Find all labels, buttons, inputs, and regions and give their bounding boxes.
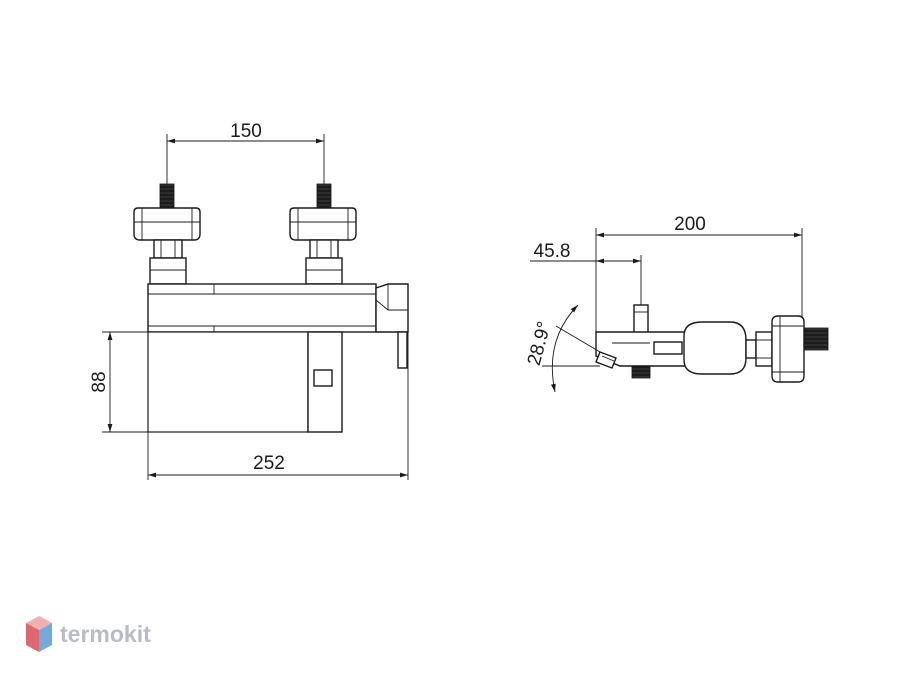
dim-label-200: 200 (674, 214, 706, 235)
side-body (595, 331, 687, 367)
dim-label-88: 88 (89, 371, 110, 392)
front-spout (307, 331, 343, 433)
side-view: 200 45.8 28.9° (524, 214, 829, 393)
dimension-88: 88 (89, 331, 148, 433)
dimension-45-8: 45.8 (530, 241, 642, 305)
side-lever (595, 351, 617, 369)
dimension-150: 150 (166, 121, 325, 184)
hexagon-cube-icon (26, 616, 52, 652)
front-body-bar (147, 283, 377, 333)
dim-label-45-8: 45.8 (534, 241, 571, 262)
front-lower-body (147, 331, 309, 433)
brand-watermark: termokit (26, 616, 151, 652)
dimension-252: 252 (147, 332, 409, 480)
dim-label-150: 150 (230, 121, 262, 142)
dim-label-angle: 28.9° (524, 319, 556, 367)
dim-label-252: 252 (253, 453, 285, 474)
front-right-inlet (289, 183, 357, 285)
front-left-inlet (133, 183, 201, 285)
side-knob (683, 321, 747, 375)
brand-name: termokit (60, 621, 151, 647)
dimension-angle: 28.9° (524, 304, 601, 393)
dimension-200: 200 (595, 214, 803, 332)
front-view: 150 88 252 (89, 121, 409, 480)
front-lever (375, 283, 409, 333)
